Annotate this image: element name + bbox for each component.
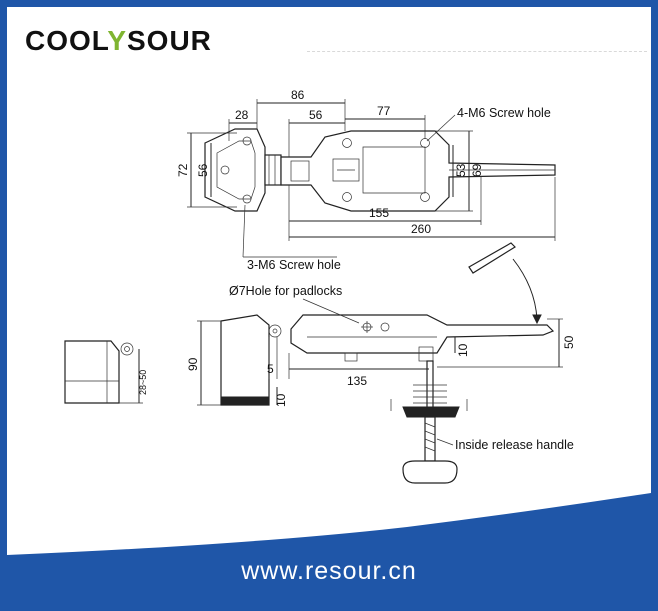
rod-thread	[413, 384, 447, 410]
strike-pin	[120, 342, 134, 356]
logo-leaf-mark: Y	[107, 25, 127, 56]
dim-135: 135	[347, 374, 367, 388]
release-mount	[418, 346, 434, 362]
inside-release-knob	[402, 460, 458, 484]
hinge-plate	[204, 128, 266, 212]
footer-url[interactable]: www.resour.cn	[241, 557, 417, 585]
label-4-m6-screw-hole: 4-M6 Screw hole	[457, 106, 551, 120]
dim-50: 50	[562, 335, 576, 349]
footer-band	[7, 493, 651, 604]
inside-rod-thread	[424, 422, 436, 452]
dim-260: 260	[411, 222, 431, 236]
dim-90: 90	[186, 357, 200, 371]
top-view: 86 28 56 77 4-M6 Screw hole 72 56	[176, 88, 556, 272]
latch-tongue	[290, 160, 310, 182]
hinge-base	[220, 396, 270, 406]
dim-72: 72	[176, 163, 190, 177]
latch-center-plate	[362, 146, 426, 194]
dim-5: 5	[267, 362, 274, 376]
swing-arc	[512, 258, 538, 320]
dim-155: 155	[369, 206, 389, 220]
dim-53: 53	[454, 163, 468, 177]
label-3-m6-screw-hole: 3-M6 Screw hole	[247, 258, 341, 272]
latch-body-top	[280, 130, 556, 212]
dim-10-right: 10	[456, 343, 470, 357]
label-padlock-hole: Ø7Hole for padlocks	[229, 284, 342, 298]
strike-pin-center	[124, 346, 130, 352]
dim-28-50: 28~50	[138, 370, 148, 395]
arc-arrowhead	[532, 314, 542, 325]
hinge-screw-hole	[220, 165, 230, 175]
side-view: 28~50 Ø7Hole for padlocks	[64, 242, 576, 484]
latch-screw-hole	[342, 138, 352, 148]
hinge-block-side	[220, 314, 270, 406]
hinge-screw-hole	[242, 136, 252, 146]
brand-logo: COOLYSOUR	[25, 25, 212, 57]
leader-line	[426, 114, 456, 142]
leader-line	[242, 204, 246, 258]
dim-69: 69	[470, 163, 484, 177]
latch-screw-hole	[420, 192, 430, 202]
leader-line	[302, 298, 360, 324]
header-divider	[307, 51, 647, 52]
hinge-pivot-pin	[268, 324, 282, 338]
hinge-screw-hole	[242, 194, 252, 204]
rivet-hole	[380, 322, 390, 332]
panel-edge-marks	[390, 399, 468, 411]
logo-text-right: SOUR	[127, 25, 212, 56]
dim-56-top: 56	[309, 108, 323, 122]
hinge-pivot-center	[272, 328, 278, 334]
handle-open-position	[468, 242, 516, 274]
latch-lock-slot	[332, 158, 360, 182]
strike-end-view	[64, 340, 120, 404]
dim-56-side: 56	[196, 163, 210, 177]
latch-lug	[344, 352, 358, 362]
logo-text-left: COOL	[25, 25, 108, 56]
door-panel-section	[402, 406, 460, 418]
technical-drawing: 86 28 56 77 4-M6 Screw hole 72 56	[7, 88, 651, 604]
leader-line	[436, 438, 454, 446]
dim-10-bottom: 10	[274, 393, 288, 407]
dim-77: 77	[377, 104, 391, 118]
dim-28: 28	[235, 108, 249, 122]
latch-screw-hole	[342, 192, 352, 202]
latch-body-side	[290, 314, 555, 354]
label-inside-release-handle: Inside release handle	[455, 438, 574, 452]
dim-86: 86	[291, 88, 305, 102]
hinge-pivot-block	[264, 154, 282, 186]
